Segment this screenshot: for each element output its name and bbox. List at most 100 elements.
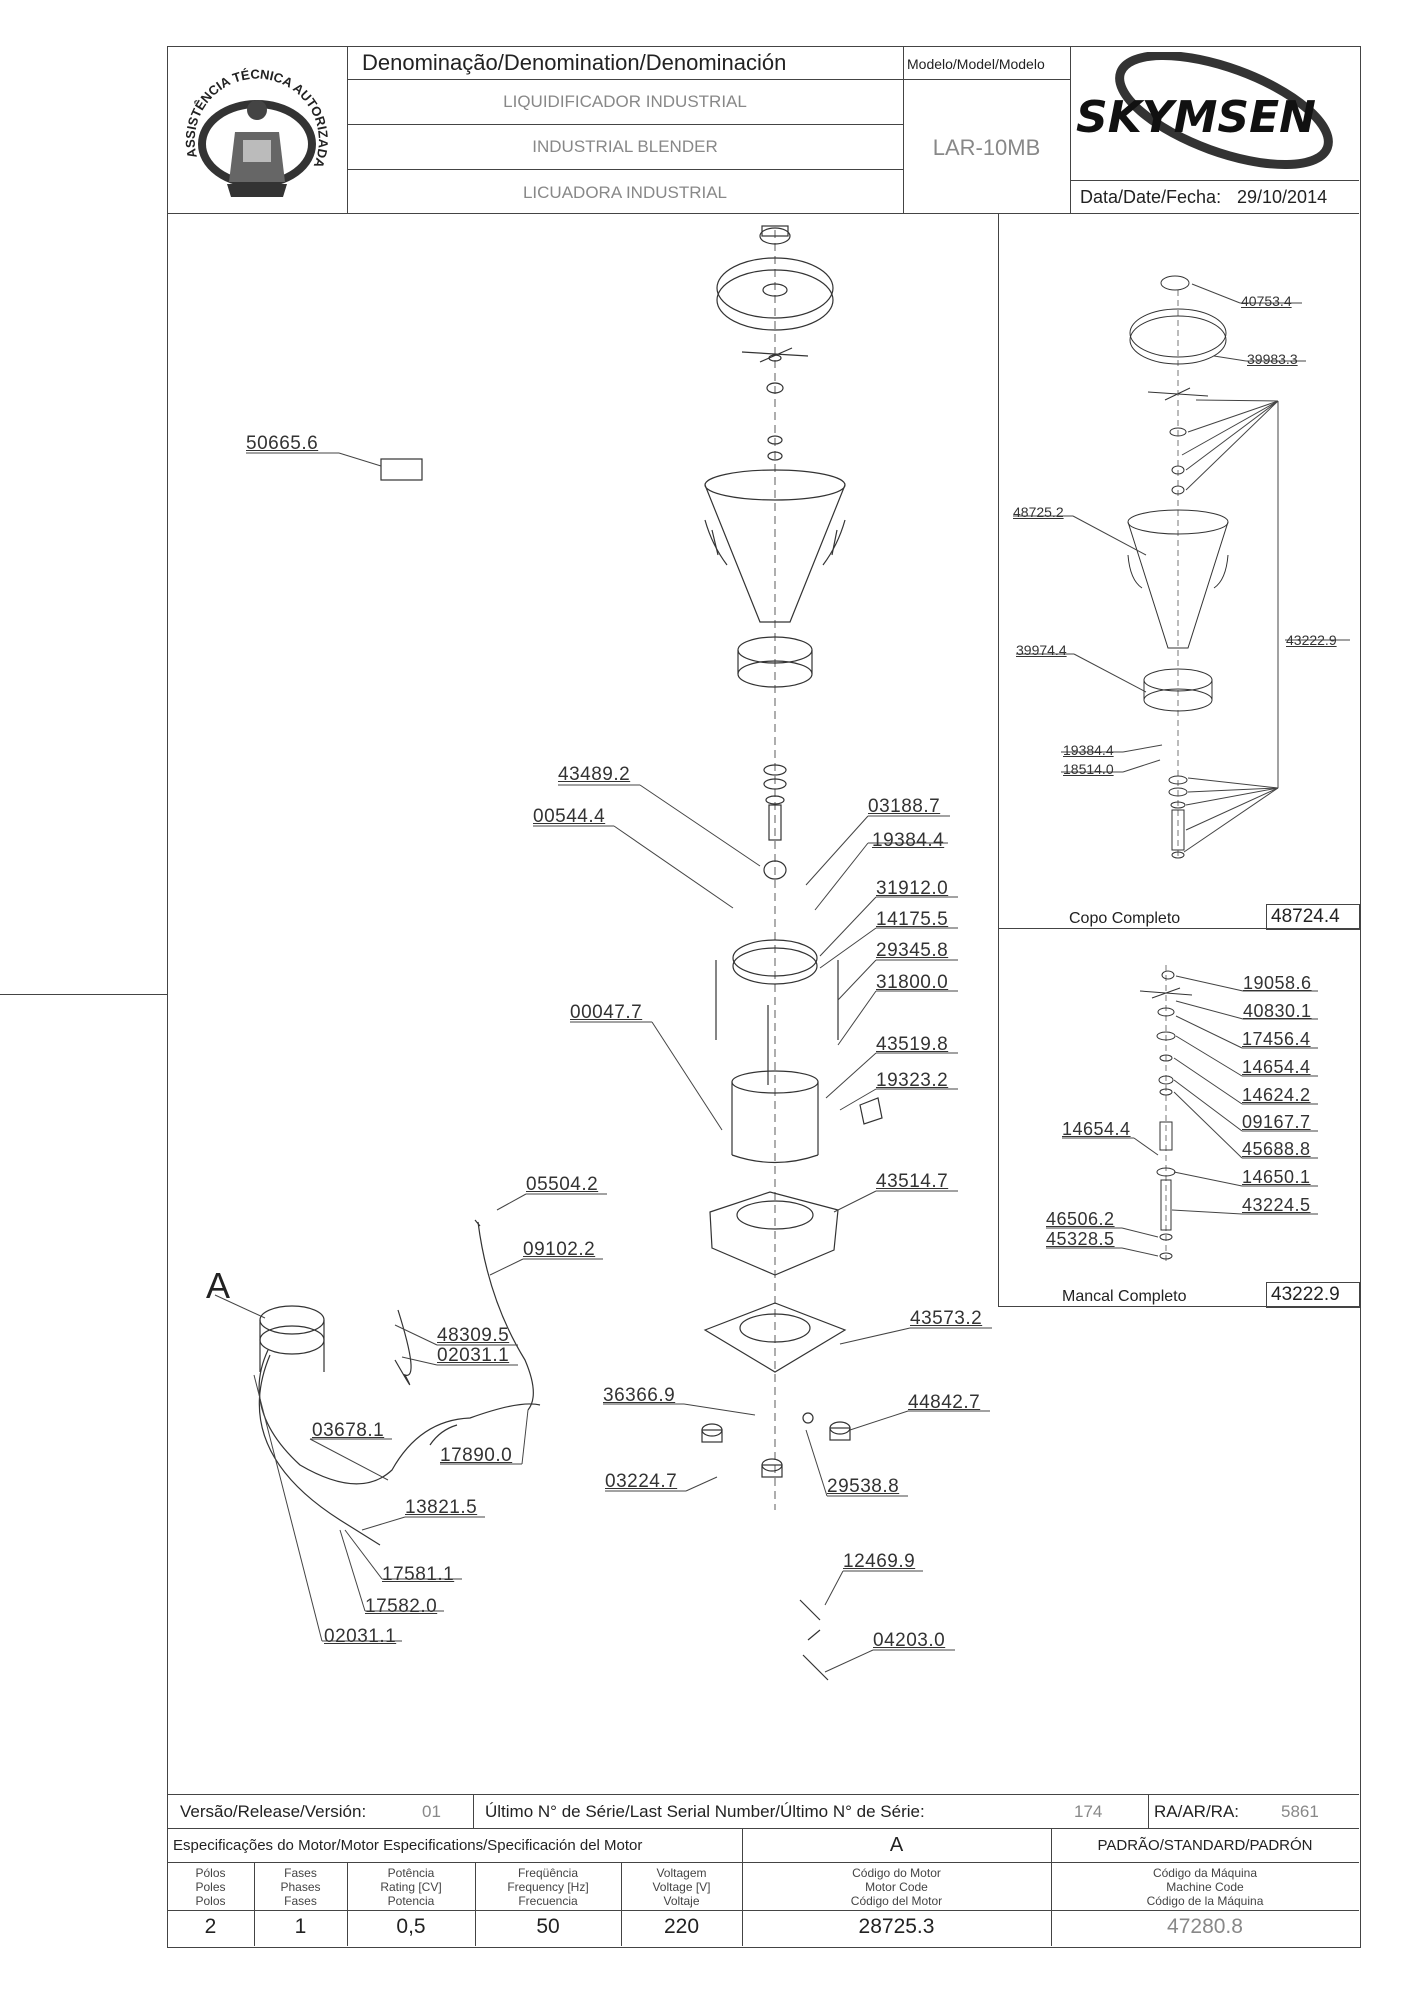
part-label: 43489.2	[558, 764, 631, 785]
col-header-motor-code: Código do Motor Motor Code Código del Mo…	[850, 1866, 943, 1908]
mancal-code-box	[1266, 1282, 1360, 1308]
value-frequency: 50	[536, 1915, 560, 1938]
value-phases: 1	[294, 1915, 307, 1938]
edge-line	[0, 994, 167, 995]
part-label: 03224.7	[605, 1471, 678, 1492]
copo-part-label: 39983.3	[1247, 351, 1298, 367]
part-label: 43573.2	[910, 1308, 983, 1329]
copo-part-label: 18514.0	[1063, 761, 1114, 777]
mancal-part-label: 46506.2	[1046, 1209, 1115, 1229]
col-header-poles: Pólos Poles Polos	[195, 1866, 226, 1908]
col-header-voltage: Voltagem Voltage [V] Voltaje	[652, 1866, 711, 1908]
part-label: 43519.8	[876, 1034, 949, 1055]
value-poles: 2	[204, 1915, 217, 1938]
footer-v-6	[347, 1862, 348, 1946]
mancal-code: 43222.9	[1271, 1284, 1340, 1305]
version-label: Versão/Release/Versión:	[180, 1802, 367, 1821]
value-machine-code: 47280.8	[1167, 1915, 1243, 1938]
part-label: 03678.1	[312, 1420, 385, 1441]
part-label: 03188.7	[868, 796, 941, 817]
copo-part-label: 39974.4	[1016, 642, 1067, 658]
part-label: 19384.4	[872, 830, 945, 851]
part-label: 00047.7	[570, 1002, 643, 1023]
svg-text:SKYMSEN: SKYMSEN	[1076, 92, 1316, 143]
copo-part-label: 48725.2	[1013, 504, 1064, 520]
title-divider-2	[903, 46, 904, 213]
serial-value: 174	[1074, 1802, 1103, 1821]
value-rating: 0,5	[396, 1915, 426, 1938]
footer-v-3	[742, 1828, 743, 1946]
copo-part-label: 43222.9	[1286, 632, 1337, 648]
copo-code-box	[1266, 904, 1360, 930]
part-label: 29538.8	[827, 1476, 900, 1497]
part-label: 50665.6	[246, 433, 319, 454]
mancal-part-label: 09167.7	[1242, 1112, 1311, 1132]
date-row	[1070, 180, 1359, 181]
part-label: 02031.1	[437, 1345, 510, 1366]
mancal-part-label: 45688.8	[1242, 1139, 1311, 1159]
title-block-bottom	[167, 213, 1359, 214]
model-title: Modelo/Model/Modelo	[907, 56, 1045, 72]
name-pt: LIQUIDIFICADOR INDUSTRIAL	[503, 92, 747, 111]
title-row-1	[347, 79, 903, 80]
title-row-3	[347, 169, 903, 170]
footer-v-8	[621, 1862, 622, 1946]
motor-id: A	[889, 1834, 904, 1856]
footer-row-2	[167, 1862, 1359, 1863]
footer-row-3	[167, 1910, 1359, 1911]
part-label: 31912.0	[876, 878, 949, 899]
col-header-machine-code: Código da Máquina Machine Code Código de…	[1146, 1866, 1264, 1908]
part-label: 14175.5	[876, 909, 949, 930]
title-row-2	[347, 124, 903, 125]
model-value: LAR-10MB	[932, 135, 1041, 160]
drawing-frame	[167, 46, 1361, 1948]
authorized-service-seal: ASSISTÊNCIA TÉCNICA AUTORIZADA	[175, 52, 340, 207]
part-label: 44842.7	[908, 1392, 981, 1413]
date-label: Data/Date/Fecha:	[1080, 187, 1222, 207]
version-value: 01	[422, 1802, 441, 1821]
name-es: LICUADORA INDUSTRIAL	[522, 183, 728, 202]
motor-a-marker: A	[206, 1265, 231, 1306]
copo-part-label: 19384.4	[1063, 742, 1114, 758]
part-label: 13821.5	[405, 1497, 478, 1518]
title-divider-3	[1070, 46, 1071, 213]
copo-part-label: 40753.4	[1241, 293, 1292, 309]
inset-mid-line	[998, 928, 1359, 929]
mancal-part-label: 45328.5	[1046, 1229, 1115, 1249]
mancal-part-label: 14654.4	[1062, 1119, 1131, 1139]
value-voltage: 220	[663, 1915, 700, 1938]
part-label: 43514.7	[876, 1171, 949, 1192]
standard-title: PADRÃO/STANDARD/PADRÓN	[1097, 1837, 1313, 1854]
footer-top	[167, 1794, 1359, 1795]
col-header-phases: Fases Phases Fases	[280, 1866, 321, 1908]
mancal-part-label: 19058.6	[1243, 973, 1312, 993]
footer-v-1	[473, 1794, 474, 1828]
motor-spec-title: Especificações do Motor/Motor Especifica…	[173, 1837, 643, 1854]
mancal-part-label: 43224.5	[1242, 1195, 1311, 1215]
mancal-part-label: 17456.4	[1242, 1029, 1311, 1049]
part-label: 17582.0	[365, 1596, 438, 1617]
footer-v-2	[1148, 1794, 1149, 1828]
inset-bottom-line	[998, 1306, 1359, 1307]
footer-v-7	[475, 1862, 476, 1946]
part-label: 00544.4	[533, 806, 606, 827]
title-divider-1	[347, 46, 348, 213]
part-label: 17890.0	[440, 1445, 513, 1466]
part-label: 05504.2	[526, 1174, 599, 1195]
serial-label: Último N° de Série/Last Serial Number/Úl…	[485, 1802, 925, 1821]
mancal-part-label: 14650.1	[1242, 1167, 1311, 1187]
name-en: INDUSTRIAL BLENDER	[532, 137, 718, 156]
part-label: 09102.2	[523, 1239, 596, 1260]
part-label: 02031.1	[324, 1626, 397, 1647]
copo-code: 48724.4	[1271, 906, 1340, 927]
model-row	[903, 79, 1070, 80]
col-header-rating: Potência Rating [CV] Potencia	[380, 1866, 442, 1908]
col-header-frequency: Freqüência Frequency [Hz] Frecuencia	[507, 1866, 589, 1908]
footer-v-4	[1051, 1828, 1052, 1946]
footer-v-5	[254, 1862, 255, 1946]
mancal-part-label: 40830.1	[1243, 1001, 1312, 1021]
mancal-part-label: 14654.4	[1242, 1057, 1311, 1077]
denomination-title: Denominação/Denomination/Denominación	[362, 50, 787, 75]
mancal-part-label: 14624.2	[1242, 1085, 1311, 1105]
skymsen-logo: SKYMSEN	[1074, 52, 1356, 176]
